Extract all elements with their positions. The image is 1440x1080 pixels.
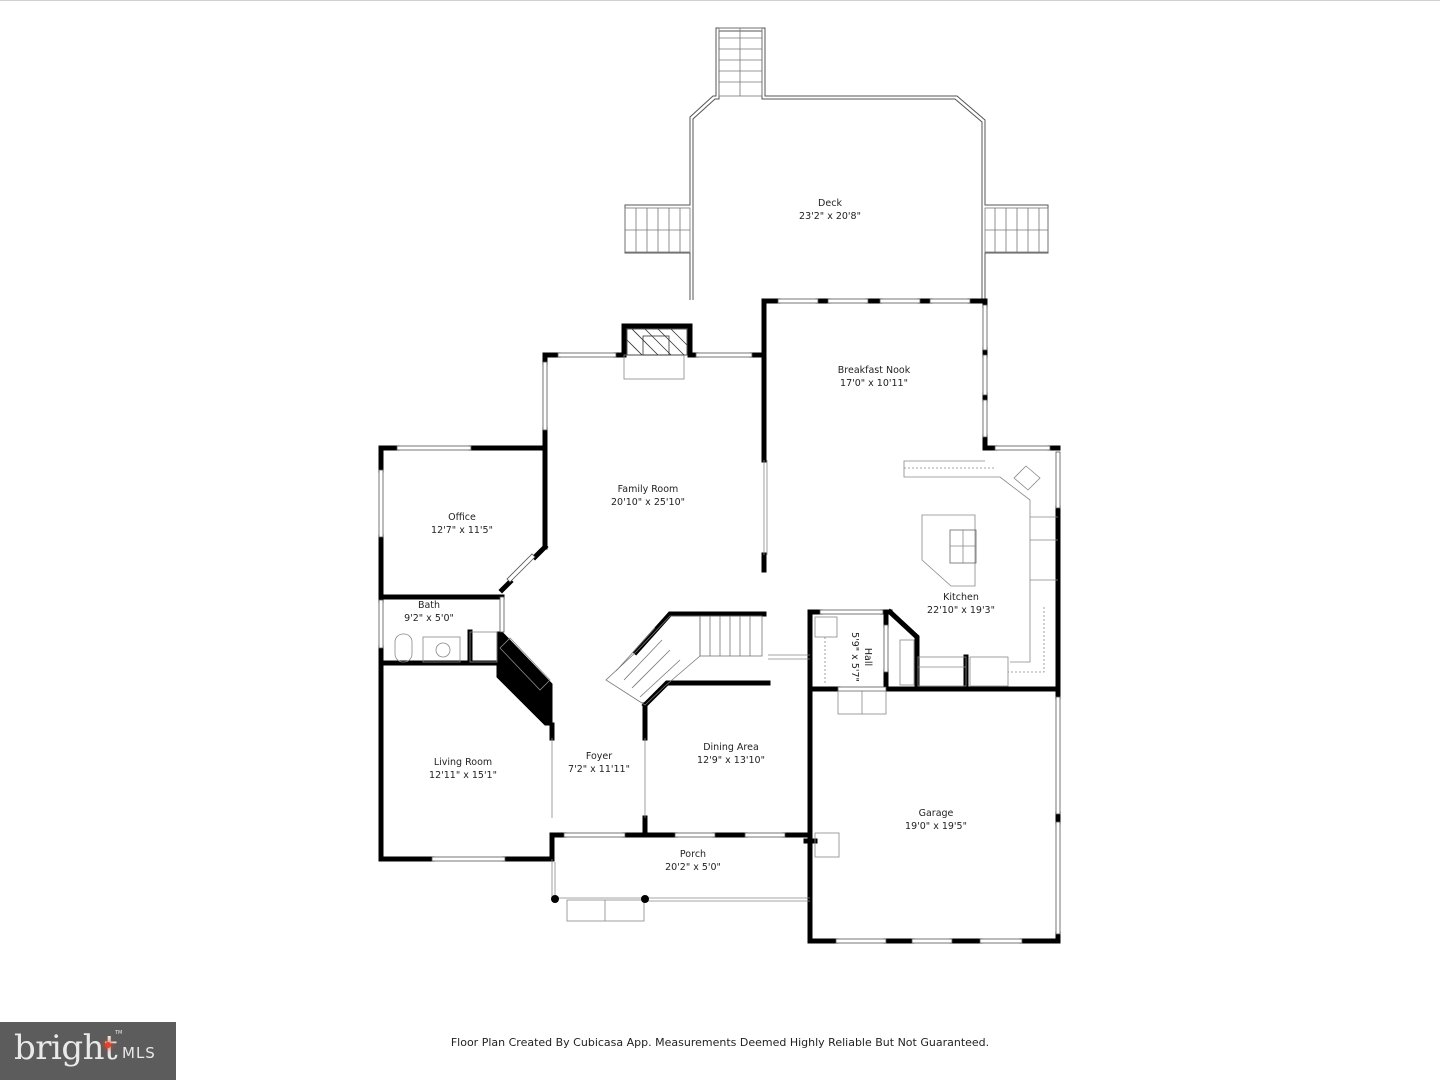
room-dimensions: 20'10" x 25'10" (611, 497, 685, 508)
room-name: Hall (862, 647, 873, 667)
room-name: Office (448, 512, 476, 523)
room-name: Foyer (585, 751, 613, 762)
logo-trademark: TM (115, 1030, 123, 1036)
thin-lines (394, 354, 1058, 922)
room-label-dining-area: Dining Area 12'9" x 13'10" (697, 741, 765, 767)
room-dimensions: 12'9" x 13'10" (697, 755, 765, 766)
deck-stairs (624, 27, 1049, 253)
room-dimensions: 12'7" x 11'5" (431, 525, 493, 536)
room-dimensions: 22'10" x 19'3" (927, 605, 995, 616)
room-dimensions: 20'2" x 5'0" (665, 862, 721, 873)
room-name: Living Room (433, 757, 493, 768)
room-name: Garage (918, 808, 954, 819)
room-dimensions: 12'11" x 15'1" (429, 770, 497, 781)
room-dimensions: 5'9" x 5'7" (849, 632, 860, 682)
room-label-family-room: Family Room 20'10" x 25'10" (611, 483, 685, 509)
room-label-porch: Porch 20'2" x 5'0" (665, 848, 721, 874)
room-label-kitchen: Kitchen 22'10" x 19'3" (927, 591, 995, 617)
room-label-hall: Hall 5'9" x 5'7" (848, 632, 874, 682)
room-label-breakfast-nook: Breakfast Nook 17'0" x 10'11" (838, 364, 910, 390)
room-label-office: Office 12'7" x 11'5" (431, 511, 493, 537)
room-label-garage: Garage 19'0" x 19'5" (905, 807, 967, 833)
room-name: Kitchen (943, 592, 979, 603)
room-dimensions: 17'0" x 10'11" (840, 378, 908, 389)
exterior-walls (378, 298, 1061, 944)
room-name: Deck (818, 198, 842, 209)
fireplace (626, 328, 688, 356)
room-name: Dining Area (703, 742, 759, 753)
room-label-living-room: Living Room 12'11" x 15'1" (429, 756, 497, 782)
room-name: Bath (417, 600, 441, 611)
room-name: Porch (679, 849, 707, 860)
porch-column (641, 895, 649, 903)
room-dimensions: 23'2" x 20'8" (799, 211, 861, 222)
room-label-bath: Bath 9'2" x 5'0" (404, 599, 454, 625)
room-label-foyer: Foyer 7'2" x 11'11" (568, 750, 630, 776)
footer-disclaimer: Floor Plan Created By Cubicasa App. Meas… (450, 1036, 990, 1049)
logo-brand-text: bright (14, 1028, 118, 1068)
room-name: Breakfast Nook (837, 365, 911, 376)
porch-column (551, 895, 559, 903)
windows (378, 298, 1061, 944)
top-border (0, 0, 1440, 1)
room-dimensions: 9'2" x 5'0" (404, 613, 454, 624)
room-dimensions: 7'2" x 11'11" (568, 764, 630, 775)
room-label-deck: Deck 23'2" x 20'8" (799, 197, 861, 223)
bright-mls-logo: bright TM MLS (0, 1022, 176, 1080)
room-name: Family Room (617, 484, 679, 495)
logo-suffix-text: MLS (122, 1044, 156, 1062)
deck-outline (624, 27, 1049, 300)
main-staircase (605, 615, 763, 706)
room-dimensions: 19'0" x 19'5" (905, 821, 967, 832)
logo-spark-icon (105, 1042, 111, 1048)
